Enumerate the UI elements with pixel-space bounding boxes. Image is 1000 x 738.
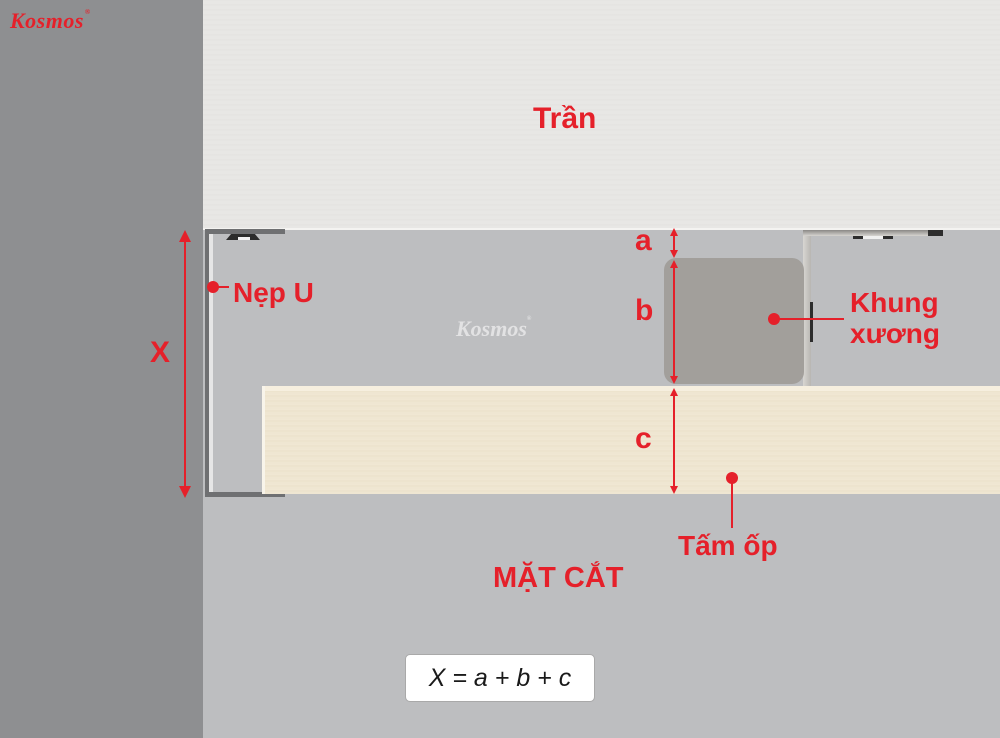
ceiling-label: Trần [533, 102, 597, 135]
arrow-up-icon [670, 228, 678, 236]
formula-text: X = a + b + c [428, 663, 572, 692]
clip-bar-highlight [863, 236, 883, 239]
frame-callout-line [776, 318, 844, 320]
dimension-c-label: c [635, 422, 652, 455]
arrow-up-icon [670, 388, 678, 396]
arrow-up-icon [179, 230, 191, 242]
panel-edge [262, 386, 265, 494]
cladding-panel [262, 386, 1000, 494]
bracket-end [928, 230, 943, 236]
bracket-horizontal [803, 230, 943, 236]
dimension-c-line [673, 394, 675, 486]
bracket-vertical [803, 230, 811, 386]
dimension-a-label: a [635, 224, 652, 257]
dimension-b-line [673, 266, 675, 376]
arrow-down-icon [670, 376, 678, 384]
u-trim-callout-line [213, 286, 229, 288]
u-trim-label: Nẹp U [233, 277, 314, 308]
arrow-down-icon [670, 250, 678, 258]
frame-profile [664, 258, 804, 384]
dimension-b-label: b [635, 294, 654, 327]
arrow-down-icon [670, 486, 678, 494]
frame-callout-dot [768, 313, 780, 325]
frame-label-line2: xương [850, 318, 940, 349]
arrow-down-icon [179, 486, 191, 498]
formula-box: X = a + b + c [405, 654, 595, 702]
screw-head [238, 237, 250, 240]
dimension-x-label: X [150, 336, 171, 369]
panel-callout-line [731, 480, 733, 528]
watermark-logo: Kosmos® [456, 316, 532, 341]
dimension-x-line [184, 240, 186, 488]
panel-label: Tấm ốp [678, 530, 778, 561]
ceiling [203, 0, 1000, 230]
arrow-up-icon [670, 260, 678, 268]
clip-side [810, 302, 813, 342]
dimension-a-line [673, 234, 675, 254]
u-trim-profile [205, 229, 285, 497]
panel-callout-dot [726, 472, 738, 484]
u-trim-highlight [209, 234, 213, 492]
frame-label: Khung xương [850, 287, 940, 349]
brand-logo: Kosmos® [10, 8, 91, 33]
wall [0, 0, 203, 738]
frame-label-line1: Khung [850, 287, 939, 318]
section-title: MẶT CẮT [493, 562, 624, 594]
